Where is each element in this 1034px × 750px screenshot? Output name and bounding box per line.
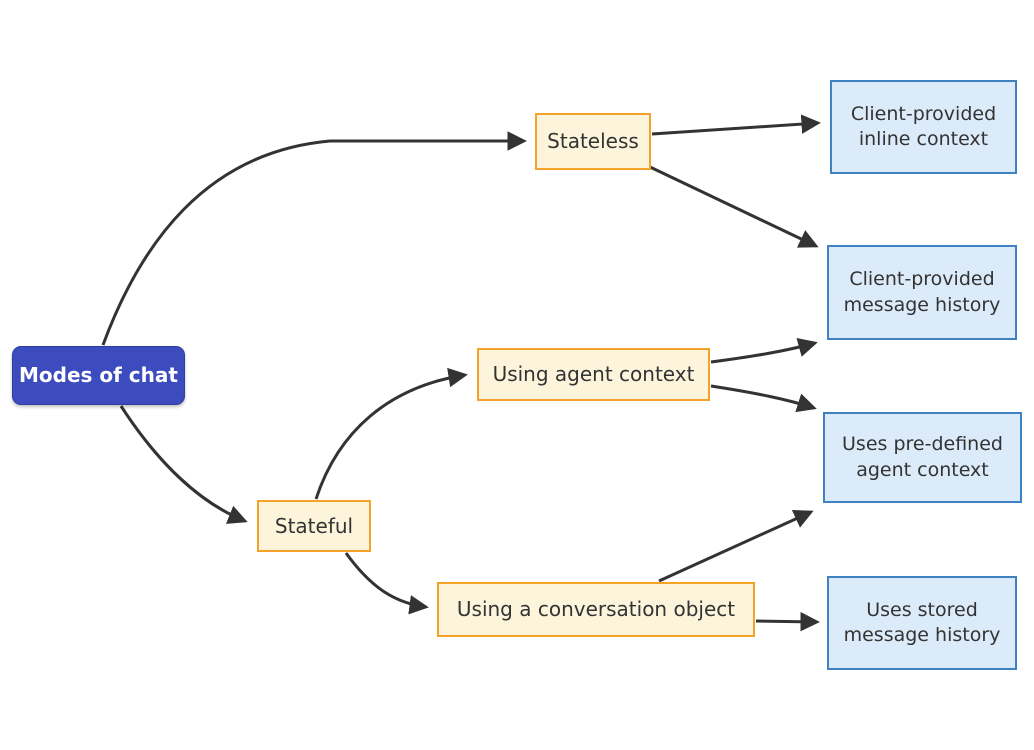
node-using-agent-context-label: Using agent context: [492, 362, 695, 387]
edge-stateful-to-conversation-object: [344, 552, 429, 615]
edge-stateful-to-agent-context: [314, 367, 468, 500]
edge-agent-context-to-predefined-context: [710, 384, 817, 413]
edge-conversation-object-to-predefined-context: [658, 509, 814, 583]
node-client-provided-message-history: Client-provided message history: [827, 245, 1017, 340]
edge-agent-context-to-message-history: [710, 338, 818, 364]
node-using-conversation-object: Using a conversation object: [437, 582, 755, 637]
node-uses-stored-message-history-label: Uses stored message history: [843, 598, 1001, 646]
node-stateless-label: Stateless: [547, 129, 639, 154]
node-stateful: Stateful: [257, 500, 371, 552]
node-client-provided-inline-context: Client-provided inline context: [830, 80, 1017, 174]
node-using-conversation-object-label: Using a conversation object: [456, 597, 736, 622]
edge-stateless-to-inline-context: [651, 114, 821, 136]
node-uses-predefined-agent-context-label: Uses pre-defined agent context: [842, 433, 1003, 481]
node-uses-predefined-agent-context: Uses pre-defined agent context: [823, 412, 1022, 503]
node-uses-stored-message-history: Uses stored message history: [827, 576, 1017, 670]
node-modes-of-chat-label: Modes of chat: [19, 363, 178, 388]
edge-modes-to-stateless: [101, 131, 527, 346]
node-client-provided-message-history-label: Client-provided message history: [843, 268, 1001, 316]
node-stateful-label: Stateful: [274, 513, 354, 538]
edge-modes-to-stateful: [119, 405, 248, 524]
node-client-provided-inline-context-label: Client-provided inline context: [850, 102, 997, 150]
edge-stateless-to-message-history: [649, 165, 819, 248]
edge-conversation-object-to-stored-history: [755, 611, 820, 632]
node-stateless: Stateless: [535, 113, 651, 170]
node-using-agent-context: Using agent context: [477, 348, 710, 401]
node-modes-of-chat: Modes of chat: [12, 346, 185, 405]
